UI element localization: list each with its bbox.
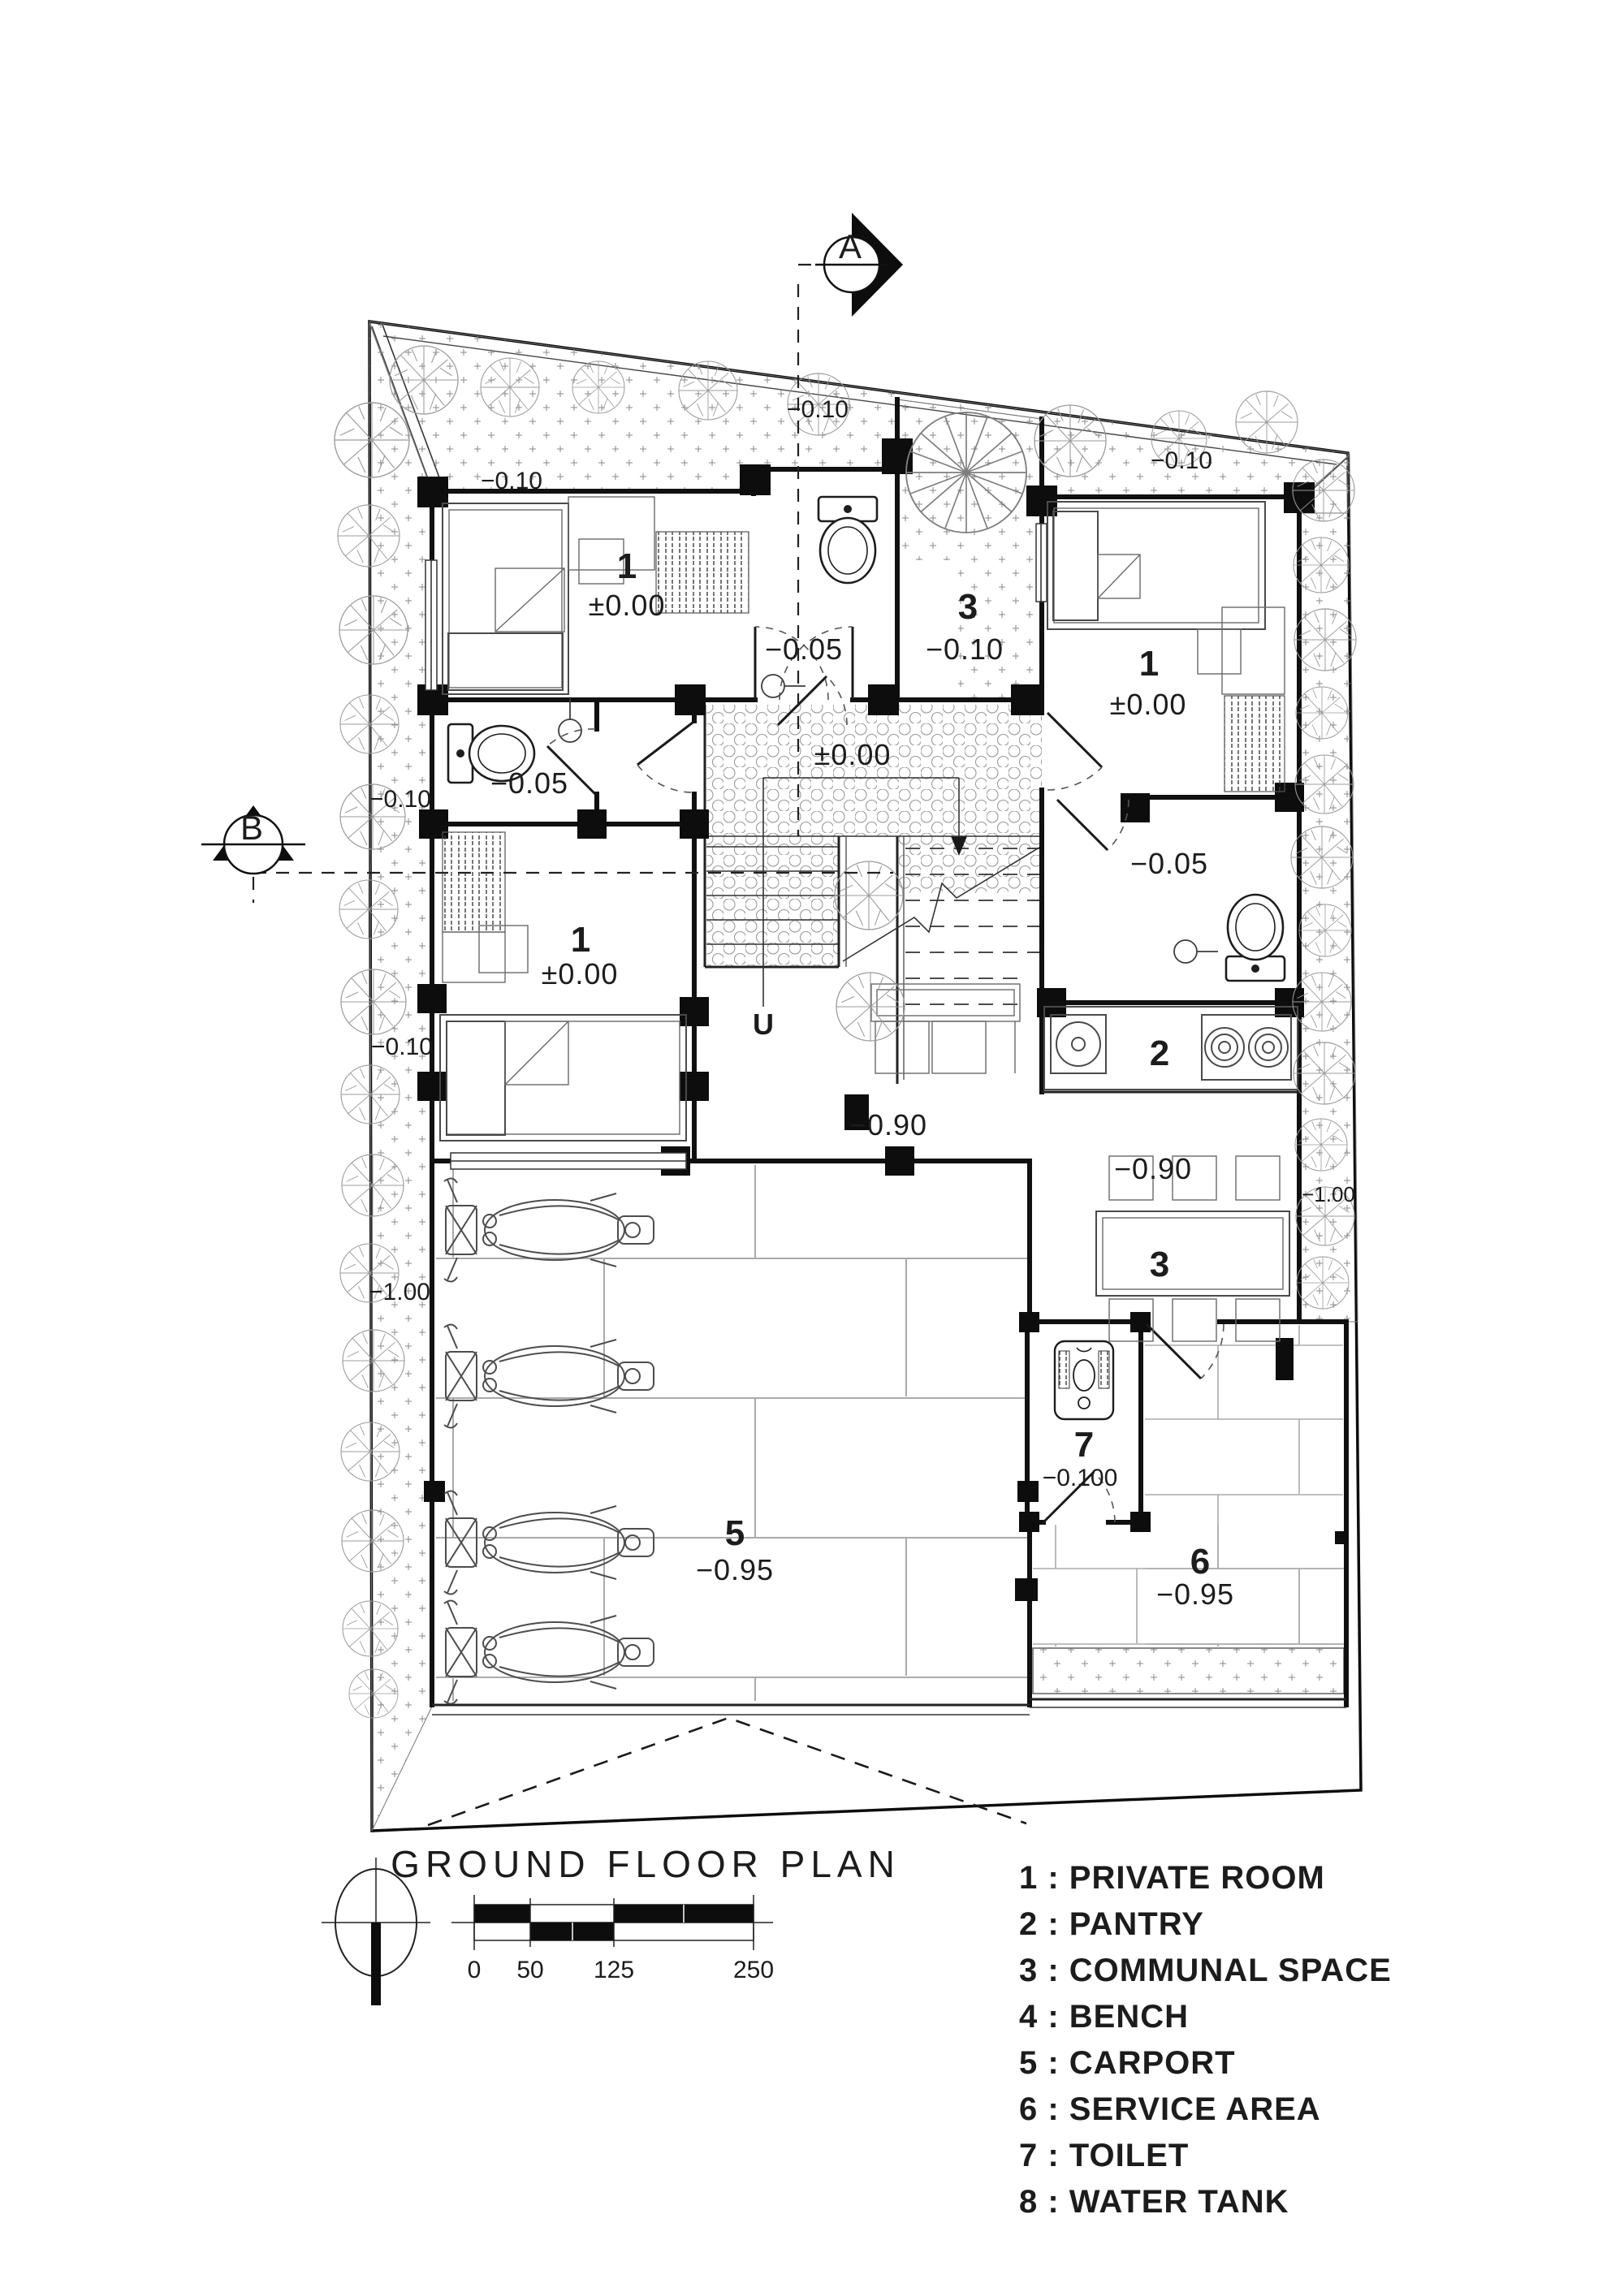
label-service-level: −0.95 — [1156, 1577, 1234, 1611]
section-letter-b: B — [240, 809, 263, 847]
desk-room1-top-left — [568, 496, 655, 585]
label-bath-left-level: −0.05 — [490, 766, 568, 800]
section-marker-a: A — [815, 213, 903, 317]
label-communal-level: −0.90 — [1114, 1152, 1192, 1185]
door-court-right — [1046, 711, 1104, 791]
legend-item-private-room: 1 : PRIVATE ROOM — [1019, 1860, 1325, 1896]
label-strip-left-upper: −0.10 — [369, 786, 431, 813]
toilet-right-bathroom — [1224, 893, 1286, 982]
doors — [546, 626, 1224, 1524]
rack-top-right — [1224, 695, 1285, 792]
window-carport — [450, 1152, 687, 1170]
bench — [870, 983, 1021, 1074]
squat-toilet — [1053, 1340, 1115, 1421]
bed-room1-middle-left — [439, 1014, 687, 1142]
label-room1-ml-number: 1 — [571, 920, 590, 960]
stair-lower-paving — [899, 836, 1042, 893]
water-tank-strip — [1032, 1647, 1345, 1694]
fixtures — [439, 495, 1298, 1705]
label-strip-top-right: −0.10 — [1151, 447, 1212, 474]
window-room1-tr — [1035, 523, 1047, 602]
scale-tick-0: 0 — [468, 1957, 482, 1983]
kitchen-stove — [1201, 1014, 1292, 1081]
label-court-level: ±0.00 — [814, 738, 892, 771]
label-communal-number: 3 — [1150, 1245, 1169, 1284]
label-pantry-number: 2 — [1150, 1034, 1169, 1073]
legend-item-water-tank: 8 : WATER TANK — [1019, 2184, 1289, 2220]
door-top-bathroom — [776, 675, 848, 727]
window-room1-tl — [425, 559, 438, 691]
label-room1-tl-level: ±0.00 — [589, 589, 666, 622]
label-carport-number: 5 — [725, 1513, 745, 1553]
vanity-right-bathroom — [1173, 939, 1219, 964]
kitchen-sink — [1050, 1014, 1107, 1074]
stairs — [705, 777, 1043, 1084]
section-marker-b: B — [201, 805, 305, 875]
legend-item-pantry: 2 : PANTRY — [1019, 1906, 1204, 1942]
door-right-bathroom — [1056, 798, 1129, 852]
table-room1-middle-left — [478, 925, 529, 973]
section-lines — [252, 263, 893, 903]
stair-dashed-flight — [905, 848, 1039, 1005]
scale-tick-250: 250 — [733, 1957, 774, 1983]
planting-strips — [369, 321, 1358, 1832]
label-room1-tl-number: 1 — [617, 546, 637, 586]
gate-swing — [427, 1716, 1027, 1827]
label-hall-level: −0.90 — [849, 1108, 927, 1142]
bed-room1-top-left — [442, 503, 569, 695]
rack-room1-middle-left — [442, 831, 506, 983]
label-corridor-level: −0.10 — [926, 632, 1004, 666]
label-bath-top-level: −0.05 — [765, 632, 843, 666]
rack-top-left — [655, 531, 749, 614]
desk-room1-top-right — [1197, 606, 1285, 695]
label-strip-top-mid: −0.10 — [787, 396, 849, 423]
label-strip-top-left: −0.10 — [481, 468, 542, 494]
legend-item-service-area: 6 : SERVICE AREA — [1019, 2091, 1321, 2127]
legend-item-toilet: 7 : TOILET — [1019, 2138, 1189, 2173]
door-hall-vestibule — [637, 721, 693, 793]
carport-floor — [436, 1165, 1027, 1701]
scale-tick-50: 50 — [516, 1957, 543, 1983]
columns — [417, 438, 1348, 1601]
service-floor-lower — [1033, 1525, 1344, 1646]
label-toilet-level: −0.100 — [1043, 1465, 1118, 1491]
label-corridor-number: 3 — [958, 587, 978, 627]
stair-paving — [706, 836, 839, 967]
scale-bar: 0 50 125 250 — [451, 1895, 774, 1983]
legend-item-communal-space: 3 : COMMUNAL SPACE — [1019, 1953, 1392, 1988]
entry-court-paving — [706, 705, 1042, 836]
label-strip-left-lower: −1.00 — [369, 1279, 430, 1306]
entry-direction-arrow — [762, 777, 967, 1007]
label-bath-tr-level: −0.05 — [1130, 847, 1208, 880]
dining-set — [1095, 1155, 1290, 1342]
door-service-area — [1145, 1323, 1224, 1380]
windows — [425, 523, 1047, 1170]
label-strip-left-mid: −0.10 — [371, 1034, 433, 1060]
scale-tick-125: 125 — [594, 1957, 634, 1983]
north-compass — [322, 1858, 430, 2005]
door-toilet — [1042, 1470, 1116, 1524]
stairs-break-line — [842, 845, 1043, 962]
legend: 1 : PRIVATE ROOM 2 : PANTRY 3 : COMMUNAL… — [1019, 1860, 1392, 2220]
label-carport-level: −0.95 — [696, 1553, 774, 1586]
label-room1-ml-level: ±0.00 — [542, 957, 619, 990]
label-room1-tr-level: ±0.00 — [1110, 688, 1187, 721]
label-toilet-number: 7 — [1074, 1425, 1094, 1465]
section-letter-a: A — [839, 227, 862, 265]
label-service-number: 6 — [1190, 1542, 1210, 1582]
toilet-top-bathroom — [817, 495, 879, 585]
label-strip-right: −1.00 — [1302, 1182, 1355, 1206]
legend-item-carport: 5 : CARPORT — [1019, 2045, 1236, 2081]
door-left-bathroom — [546, 728, 597, 796]
label-stair-up: U — [753, 1008, 774, 1041]
bed-room1-top-right — [1047, 501, 1266, 630]
legend-item-bench: 4 : BENCH — [1019, 1999, 1189, 2035]
plan-labels: 1 ±0.00 −0.05 3 −0.10 1 ±0.00 −0.05 2 ±0… — [369, 396, 1355, 1611]
floor-finishes — [436, 705, 1344, 1701]
label-room1-tr-number: 1 — [1139, 644, 1159, 684]
drawing-title: GROUND FLOOR PLAN — [391, 1843, 901, 1885]
door-court-double — [754, 626, 854, 701]
kitchen-counter — [1043, 1006, 1298, 1090]
